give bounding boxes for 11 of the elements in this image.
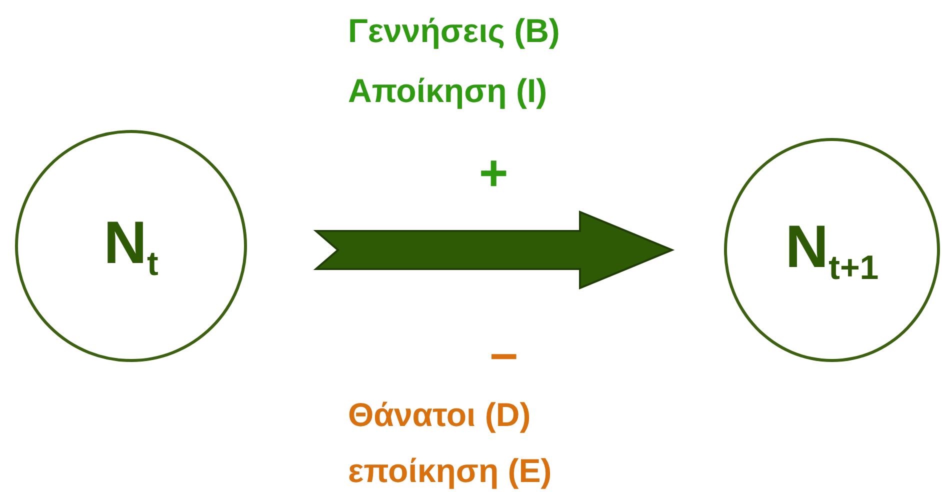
node-label: N$_{t}$ bbox=[104, 208, 158, 284]
node-label: N$_{t+1}$ bbox=[785, 212, 879, 288]
text-label: Αποίκηση (I) bbox=[348, 74, 548, 107]
circle-node bbox=[724, 138, 940, 362]
minus-sign: – bbox=[490, 328, 518, 378]
text-label: εποίκηση (E) bbox=[348, 454, 552, 487]
plus-sign: + bbox=[479, 148, 508, 198]
block-arrow bbox=[313, 210, 675, 290]
text-label: Γεννήσεις (B) bbox=[348, 14, 560, 47]
circle-node bbox=[15, 130, 247, 362]
text-label: Θάνατοι (D) bbox=[348, 398, 531, 431]
